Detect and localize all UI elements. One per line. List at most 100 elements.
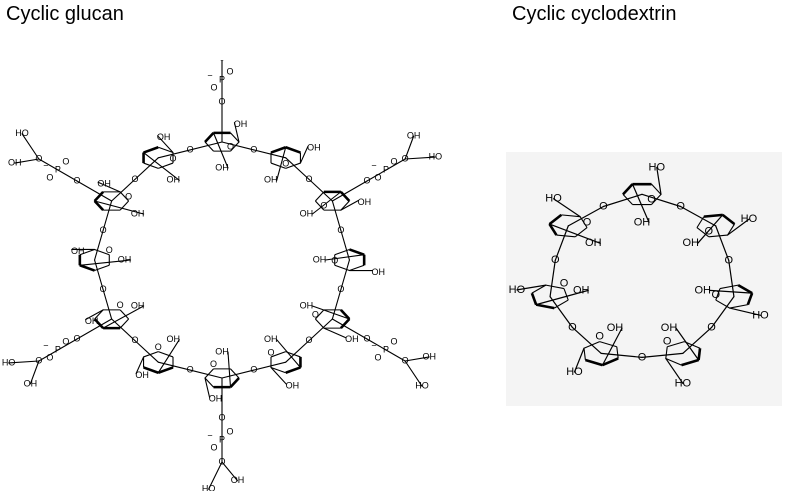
glycosidic-bond (554, 225, 569, 261)
phosphate-oxygen-label: O (46, 352, 53, 362)
hydroxymethyl-label: HO (752, 309, 769, 321)
glycerol-hydroxyl-label: OH (407, 130, 421, 140)
glycosidic-bond (571, 326, 602, 354)
ring-bond (561, 214, 581, 218)
hydroxyl-label: OH (167, 175, 181, 185)
hydroxyl-label: OH (682, 237, 699, 249)
phosphate-oxygen-label: O (46, 172, 53, 182)
glycosidic-oxygen-label: O (131, 174, 138, 184)
hydroxyl-bond (143, 151, 180, 181)
hydroxyl-label: OH (585, 237, 602, 249)
hydroxyl-label: OH (118, 254, 132, 264)
wedge-bond (339, 308, 351, 320)
hydroxyl-bond (697, 214, 724, 244)
hydroxyl-bond (79, 259, 132, 266)
phosphate-bond (76, 180, 113, 202)
hydroxyl-bond (675, 327, 700, 361)
wedge-bond (157, 366, 174, 374)
cyclic-cyclodextrin-title: Cyclic cyclodextrin (512, 3, 677, 25)
charge-label: − (43, 340, 48, 350)
ring-bond (158, 162, 174, 169)
hydroxymethyl-label: HO (649, 161, 666, 173)
glycerol-hydroxyl-label: OH (422, 351, 436, 361)
ester-oxygen-label: O (73, 333, 80, 343)
charge-label: − (207, 70, 212, 80)
ring-bond (158, 351, 174, 358)
hydroxyl-label: OH (264, 175, 278, 185)
glycosidic-bond (157, 149, 191, 159)
ring-bond (667, 341, 685, 348)
hydroxyl-bond (94, 200, 145, 215)
glycosidic-bond (567, 205, 605, 227)
glycosidic-bond (111, 178, 136, 202)
glycerol-bond (8, 360, 40, 364)
wedge-bond (349, 248, 365, 256)
glycosidic-bond (549, 296, 574, 329)
hydroxyl-bond (97, 181, 121, 193)
glycosidic-bond (157, 361, 191, 371)
hydroxyl-bond (157, 135, 174, 154)
hydroxyl-bond (340, 199, 359, 211)
ring-oxygen-label: O (583, 217, 592, 229)
ring-bond (314, 318, 325, 329)
cyclodextrin-drawing: OOHHOOOHHOOOHHOOOHHOOOHHOOOHHOOOHHOOOOOO… (509, 161, 770, 389)
wedge-bond (548, 213, 563, 226)
glycosidic-bond (715, 225, 730, 261)
hydroxyl-label: OH (358, 197, 372, 207)
glycosidic-bond (340, 259, 350, 291)
hydroxyl-bond (548, 223, 601, 244)
glycosidic-oxygen-label: O (599, 200, 608, 212)
hydroxyl-label: OH (131, 208, 145, 218)
hydroxyl-bond (323, 327, 347, 339)
glycosidic-oxygen-label: O (306, 174, 313, 184)
phosphate-bond (57, 338, 78, 351)
glycerol-bond (404, 360, 423, 387)
glycosidic-bond (94, 229, 104, 261)
ring-bond (230, 368, 240, 379)
hydroxyl-bond (85, 309, 104, 321)
ester-oxygen-label: O (35, 355, 42, 365)
glucose-ring (142, 146, 174, 169)
hydroxyl-bond (311, 191, 342, 215)
ring-bond (708, 234, 728, 238)
glycosidic-oxygen-label: O (100, 225, 107, 235)
glycosidic-oxygen-label: O (337, 225, 344, 235)
ring-bond (665, 346, 668, 359)
ring-oxygen-label: O (267, 347, 274, 357)
wedge-bond (721, 213, 736, 226)
glycosidic-bond (253, 149, 287, 159)
hydroxyl-label: OH (313, 254, 327, 264)
ring-bond (531, 284, 547, 294)
glycosidic-bond (221, 141, 255, 151)
glycerol-bond (21, 133, 40, 160)
glycerol-hydroxyl-label: HO (415, 381, 429, 391)
ring-bond (727, 223, 735, 236)
glycerol-hydroxyl-label: HO (202, 484, 216, 491)
glycerol-hydroxyl-label: OH (231, 475, 245, 485)
hydroxymethyl-bond (656, 166, 662, 195)
wedge-bond (229, 377, 240, 389)
glucose-ring (93, 190, 130, 212)
phosphate-bond (76, 318, 113, 340)
glycosidic-bond (331, 200, 342, 232)
glycerol-bond (38, 349, 59, 362)
glycerol-hydroxyl-label: OH (8, 157, 22, 167)
glucose-ring (93, 309, 130, 330)
wedge-bond (548, 223, 558, 236)
phosphate-oxygen-label: O (391, 156, 398, 166)
hydroxymethyl-label: HO (741, 213, 758, 225)
wedge-bond (143, 366, 159, 374)
ring-bond (340, 200, 350, 211)
hydroxyl-bond (535, 289, 589, 306)
ring-bond (583, 348, 586, 361)
ring-bond (719, 284, 739, 290)
glucose-ring (143, 351, 174, 374)
glycosidic-bond (189, 141, 223, 151)
glycosidic-oxygen-label: O (306, 335, 313, 345)
glycosidic-bond (221, 369, 255, 379)
glycosidic-oxygen-label: O (187, 364, 194, 374)
glycosidic-bond (111, 318, 136, 342)
hydroxymethyl-bond (665, 357, 684, 384)
ring-bond (574, 227, 588, 238)
glycosidic-oxygen-label: O (250, 364, 257, 374)
